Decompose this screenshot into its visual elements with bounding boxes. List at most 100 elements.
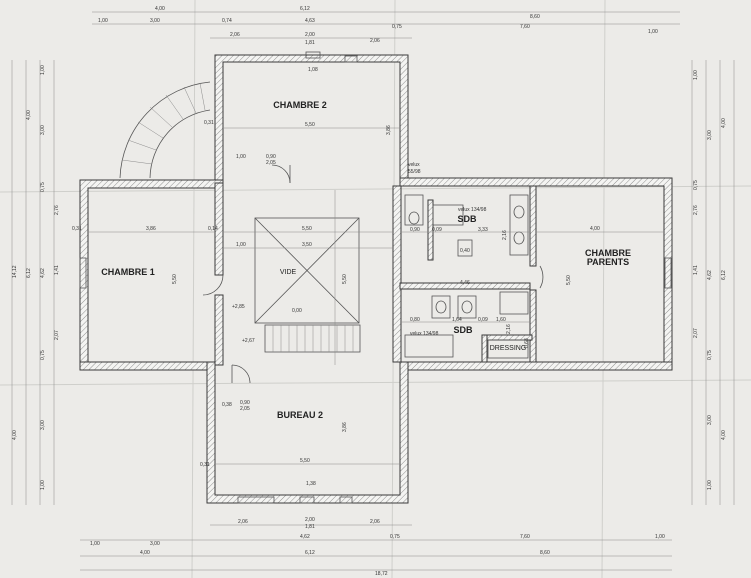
dim-top-r2-4: 0,75 xyxy=(392,24,402,30)
dim-left-7: 4,62 xyxy=(40,268,46,278)
dim-top-r2-3: 4,63 xyxy=(305,18,315,24)
dim-bot-r3-2: 8,60 xyxy=(540,550,550,556)
dim-sdb-d: 2,16 xyxy=(502,230,508,240)
dim-right-8: 2,07 xyxy=(693,328,699,338)
dim-top-r2-1: 3,00 xyxy=(150,18,160,24)
dim-ch2-height: 3,86 xyxy=(386,125,392,135)
dim-left-2: 3,00 xyxy=(40,125,46,135)
bathroom-fixtures xyxy=(404,194,529,359)
room-chambre-parents-line1: CHAMBRE xyxy=(585,248,631,258)
spiral-staircase xyxy=(119,81,211,179)
windows xyxy=(79,51,672,504)
dim-top-r1-0: 4,00 xyxy=(155,6,165,12)
dim-right-0: 1,00 xyxy=(693,70,699,80)
dim-sdb-a: 0,90 xyxy=(410,227,420,233)
dim-left-4: 2,76 xyxy=(54,205,60,215)
dim-left-5: 14,12 xyxy=(12,265,18,278)
dim-ch1-width: 3,86 xyxy=(146,226,156,232)
dim-ch1-height: 5,50 xyxy=(172,274,178,284)
dim-top-total-right: 8,60 xyxy=(530,14,540,20)
dim-left-10: 0,75 xyxy=(40,350,46,360)
dim-bot-r3-1: 6,12 xyxy=(305,550,315,556)
level-267: +2,67 xyxy=(242,338,255,344)
dim-left-9: 2,07 xyxy=(54,330,60,340)
dim-vide-d: 0,00 xyxy=(292,308,302,314)
dim-vide-a: 5,50 xyxy=(302,226,312,232)
dim-bu-d: 1,38 xyxy=(306,481,316,487)
velux-top-size: 55/98 xyxy=(408,169,421,175)
dim-vide-b: 3,50 xyxy=(302,242,312,248)
dim-top-r2-5: 7,60 xyxy=(520,24,530,30)
dim-bu-b: 0,90 xyxy=(240,400,250,406)
dim-bot-total: 18,72 xyxy=(375,571,388,577)
level-285: +2,85 xyxy=(232,304,245,310)
dim-sdb2-a: 0,80 xyxy=(410,317,420,323)
dim-bot-r2-3: 0,75 xyxy=(390,534,400,540)
room-sdb-top: SDB xyxy=(457,214,477,224)
dim-top-r3-1: 2,00 xyxy=(305,32,315,38)
dim-left-8: 1,41 xyxy=(54,265,60,275)
dim-sdb-c: 3,33 xyxy=(478,227,488,233)
dim-bot-r1-2: 1,81 xyxy=(305,524,315,530)
dim-sdb2-e: 2,16 xyxy=(506,324,512,334)
dim-top-r1-1: 6,12 xyxy=(300,6,310,12)
interior-walls xyxy=(214,182,537,366)
dim-sdb2-f: 0,68 xyxy=(524,338,530,348)
dim-bot-r2-2: 4,62 xyxy=(300,534,310,540)
dim-top-r3-2: 1,81 xyxy=(305,40,315,46)
dim-sdb2-d: 1,60 xyxy=(496,317,506,323)
dimension-lines-right xyxy=(691,60,735,505)
dim-right-2: 3,00 xyxy=(707,130,713,140)
dim-right-6: 4,62 xyxy=(707,270,713,280)
dim-bot-r1-1: 2,00 xyxy=(305,517,315,523)
velux-sdb-bottom: velux 134/98 xyxy=(410,331,439,337)
dim-bu-c: 2,05 xyxy=(240,406,250,412)
dim-sdb-e: 0,40 xyxy=(460,248,470,254)
dim-top-r3-3: 2,06 xyxy=(370,38,380,44)
straight-stairs xyxy=(264,324,361,353)
dim-bu-width: 5,50 xyxy=(300,458,310,464)
dim-left-0: 1,00 xyxy=(40,65,46,75)
dim-ch1-b: 0,14 xyxy=(208,226,218,232)
dim-ch1-a: 0,31 xyxy=(72,226,82,232)
room-sdb-bottom: SDB xyxy=(453,325,473,335)
dim-bot-r2-4: 7,60 xyxy=(520,534,530,540)
dim-vide-e: 5,50 xyxy=(342,274,348,284)
exterior-walls xyxy=(79,54,673,504)
dim-left-13: 1,00 xyxy=(40,480,46,490)
dim-cp-b: 5,50 xyxy=(566,275,572,285)
dim-bu-a: 0,38 xyxy=(222,402,232,408)
dim-ch2-d: 1,00 xyxy=(236,154,246,160)
dimension-lines-bottom xyxy=(80,524,672,571)
dim-ch2-width: 5,50 xyxy=(305,122,315,128)
dim-left-6: 6,12 xyxy=(26,268,32,278)
dim-right-3: 0,75 xyxy=(693,180,699,190)
interior-dimension-lines xyxy=(88,127,664,465)
dim-right-7: 1,41 xyxy=(693,265,699,275)
dim-bot-r2-5: 1,00 xyxy=(655,534,665,540)
room-bureau-2: BUREAU 2 xyxy=(277,410,323,420)
dim-right-9: 0,75 xyxy=(707,350,713,360)
dim-cp-a: 4,00 xyxy=(590,226,600,232)
dim-top-r2-6: 1,00 xyxy=(648,29,658,35)
doors xyxy=(202,164,544,384)
dim-top-r2-0: 1,00 xyxy=(98,18,108,24)
dim-right-12: 1,00 xyxy=(707,480,713,490)
dim-sdb2-b: 1,64 xyxy=(452,317,462,323)
void-area xyxy=(254,217,360,324)
dim-bu-e: 0,31 xyxy=(200,462,210,468)
dim-ch2-e: 1,08 xyxy=(308,67,318,73)
dim-bot-r1-0: 2,06 xyxy=(238,519,248,525)
dim-left-11: 4,00 xyxy=(12,430,18,440)
dim-mid: 4,46 xyxy=(460,280,470,286)
dim-vide-c: 1,00 xyxy=(236,242,246,248)
velux-sdb-top: velux 134/98 xyxy=(458,207,487,213)
dimension-lines-top xyxy=(92,11,680,39)
dim-sdb2-c: 0,09 xyxy=(478,317,488,323)
room-chambre-parents-line2: PARENTS xyxy=(587,257,629,267)
dim-bot-r2-0: 1,00 xyxy=(90,541,100,547)
dim-ch2-a: 0,31 xyxy=(204,120,214,126)
dim-sdb-b: 0,09 xyxy=(432,227,442,233)
